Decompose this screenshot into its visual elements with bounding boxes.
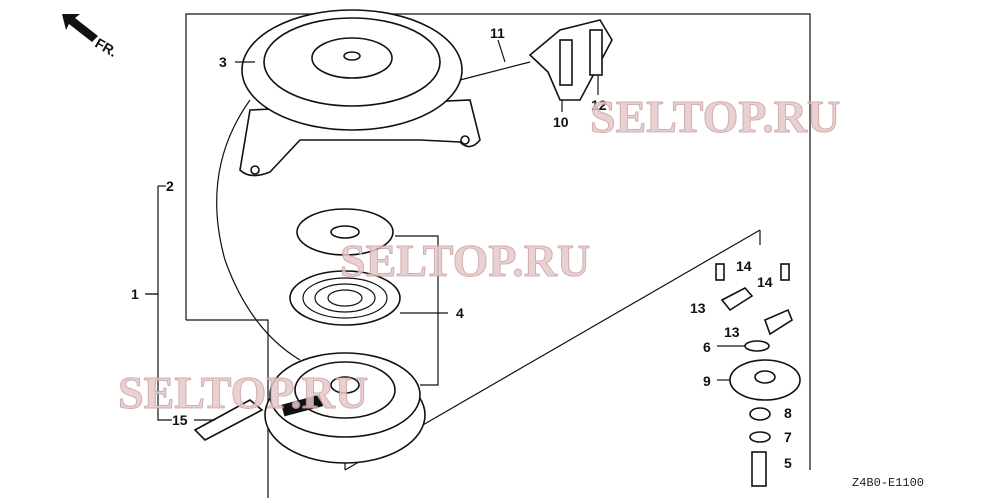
- callout-13a: 13: [690, 300, 706, 316]
- callout-2: 2: [166, 178, 174, 194]
- callout-8: 8: [784, 405, 792, 421]
- callout-4: 4: [456, 305, 464, 321]
- callout-11: 11: [490, 25, 505, 41]
- watermark: SELTOP.RU: [590, 91, 840, 142]
- ratchet-parts: [715, 263, 801, 487]
- callout-7: 7: [784, 429, 792, 445]
- label-sticker: [193, 399, 264, 441]
- fr-arrow-icon: [62, 14, 98, 42]
- rope-coil: [216, 99, 301, 361]
- callout-1: 1: [131, 286, 139, 302]
- watermark: SELTOP.RU: [340, 235, 590, 286]
- callout-10: 10: [553, 114, 569, 130]
- callout-12: 12: [591, 97, 607, 113]
- callout-14b: 14: [757, 274, 773, 290]
- callouts: 1 2 3 4 5 6 7 8 9 10 11 12 13 13 14 14 1…: [131, 25, 792, 471]
- callout-14a: 14: [736, 258, 752, 274]
- watermark: SELTOP.RU: [118, 367, 368, 418]
- starter-reel: [264, 352, 426, 464]
- diagram-code: Z4B0-E1100: [852, 476, 924, 490]
- starter-case: [239, 9, 481, 177]
- guide-plate: [296, 208, 394, 256]
- callout-6: 6: [703, 339, 711, 355]
- callout-3: 3: [219, 54, 227, 70]
- callout-9: 9: [703, 373, 711, 389]
- starter-grip: [528, 19, 613, 101]
- return-spring: [289, 270, 401, 326]
- callout-15: 15: [172, 412, 188, 428]
- direction-label: FR.: [93, 35, 121, 60]
- callout-13b: 13: [724, 324, 740, 340]
- starter-rope: [459, 61, 531, 81]
- callout-5: 5: [784, 455, 792, 471]
